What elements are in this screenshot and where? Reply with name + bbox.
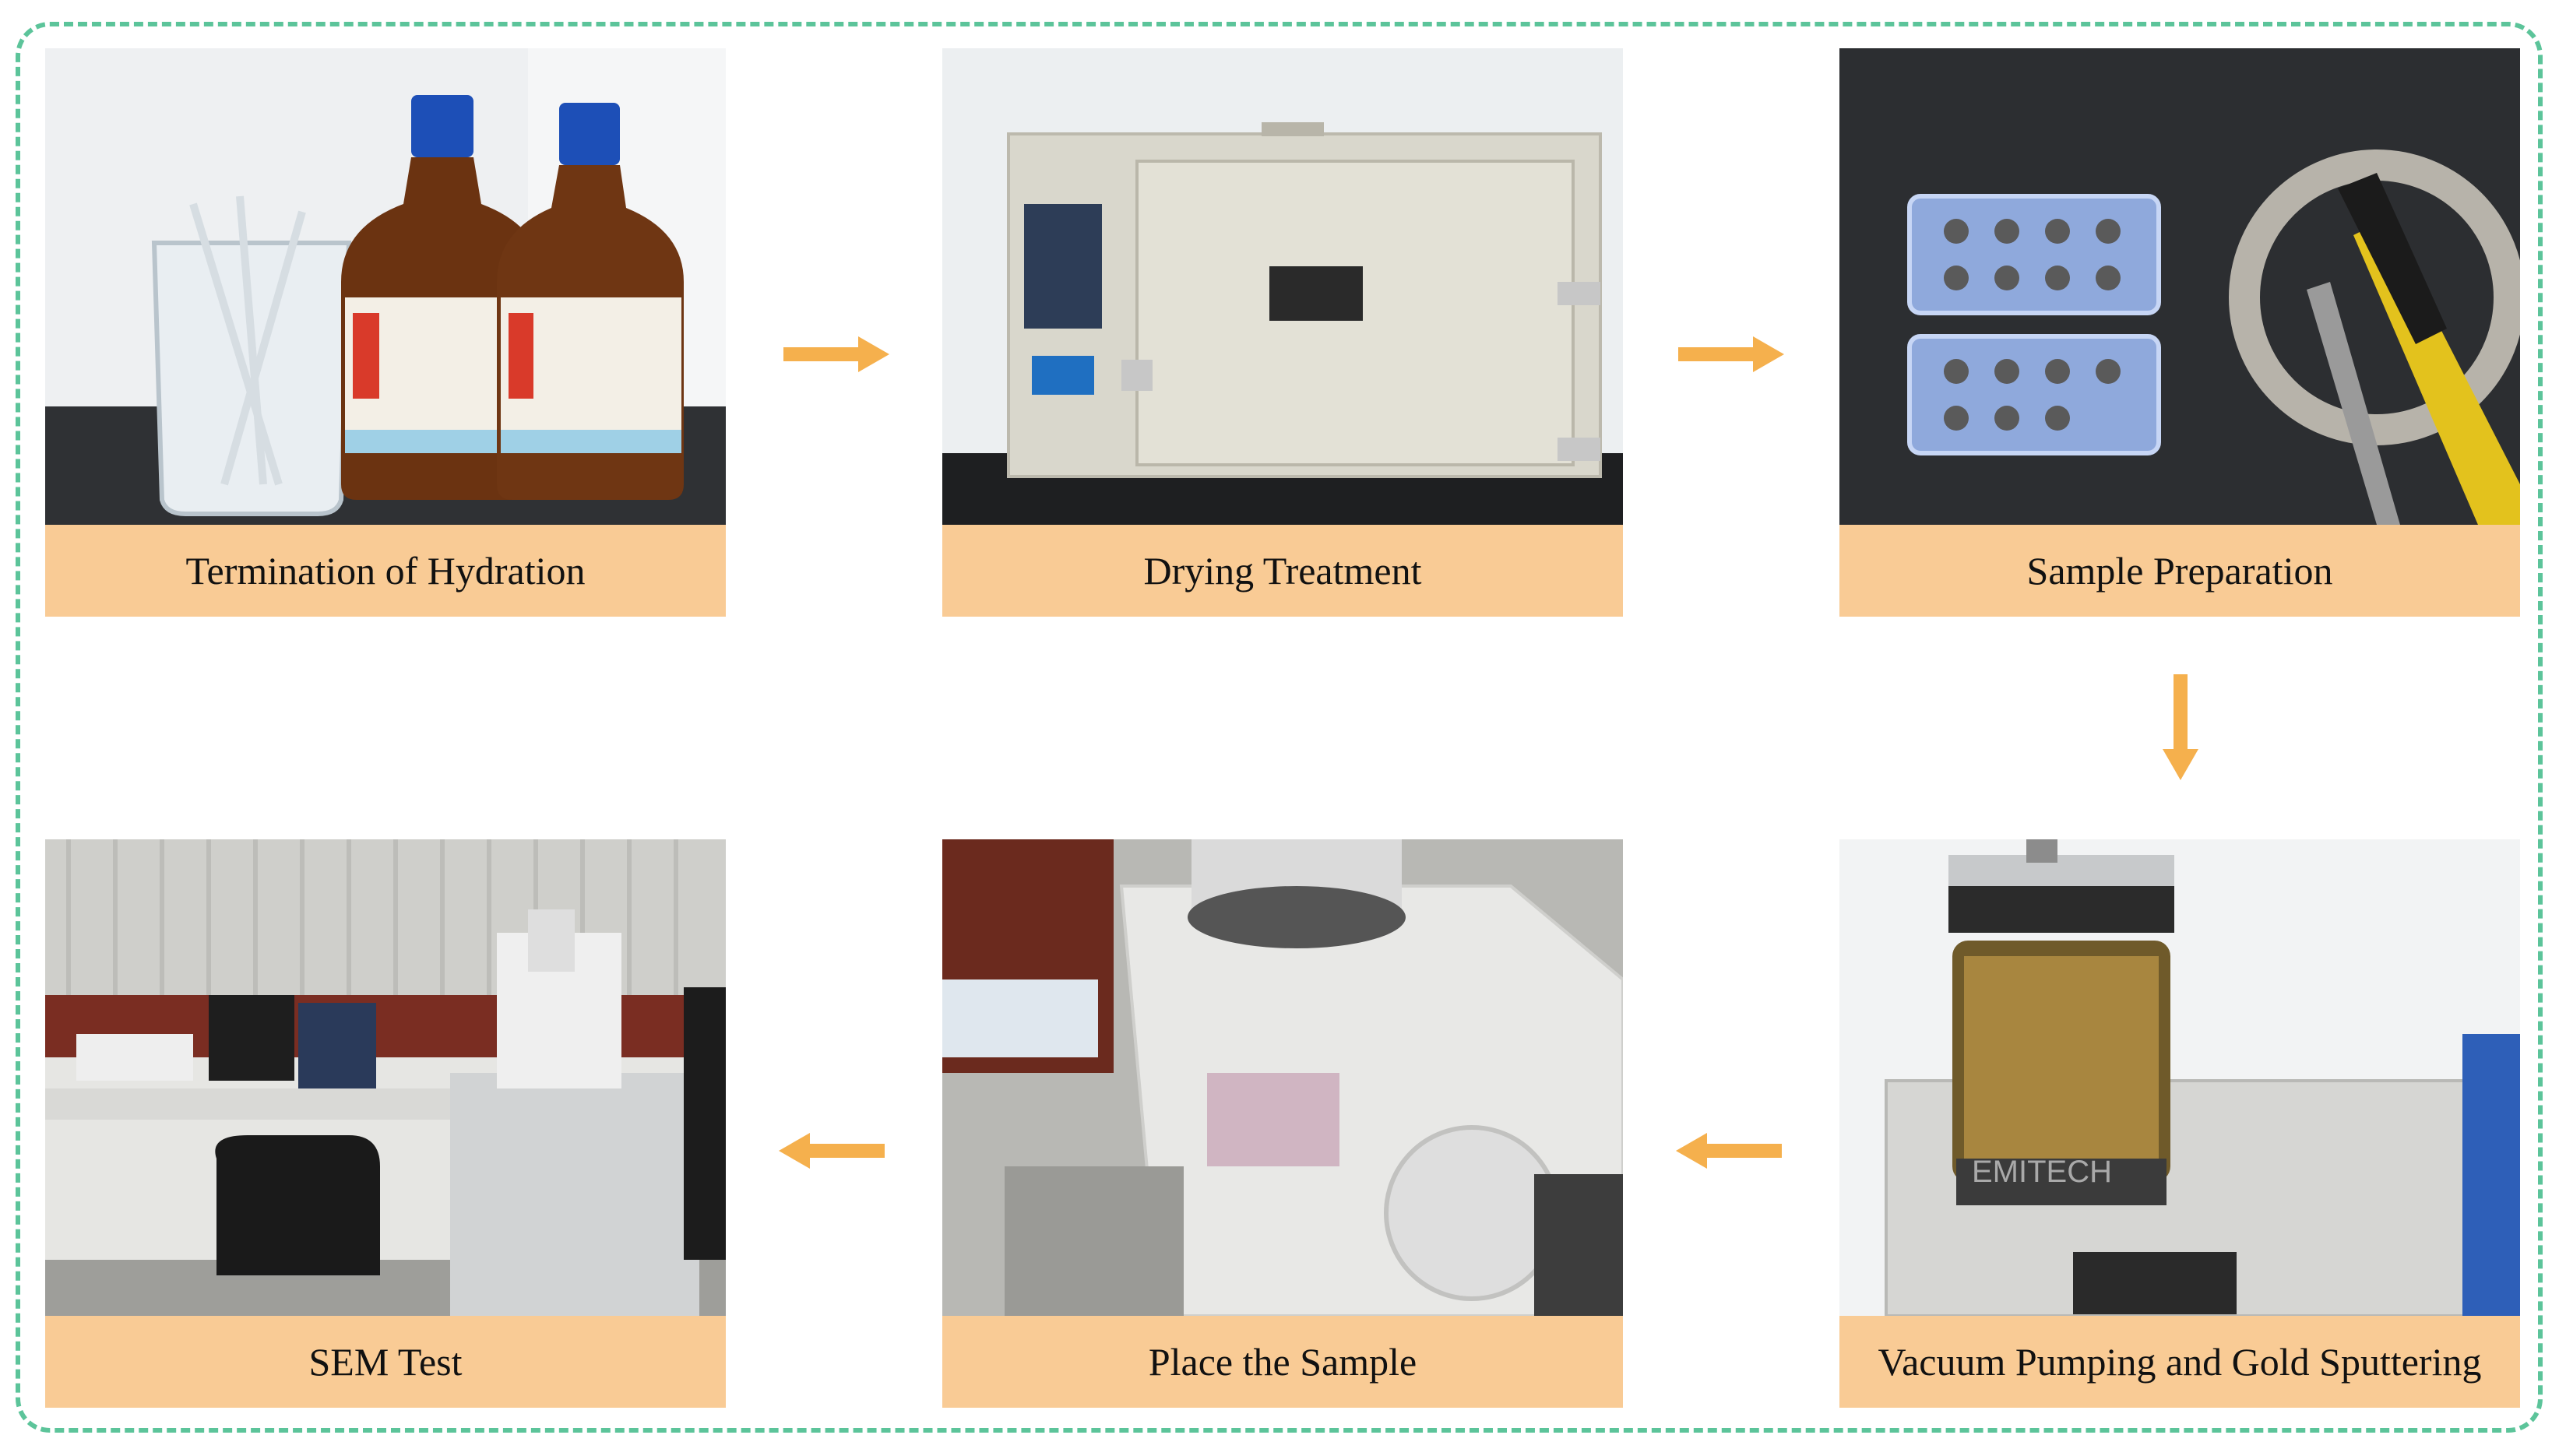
label-place-the-sample: Place the Sample xyxy=(942,1316,1623,1408)
arrow-right-icon xyxy=(783,335,889,374)
label-vacuum-gold-sputtering: Vacuum Pumping and Gold Sputtering xyxy=(1839,1316,2520,1408)
photo-sem-lab xyxy=(45,839,726,1316)
photo-beaker-bottles xyxy=(45,48,726,525)
arrow-left-icon xyxy=(779,1131,885,1170)
label-sample-preparation: Sample Preparation xyxy=(1839,525,2520,617)
arrow-right-icon xyxy=(1678,335,1784,374)
photo-drying-oven xyxy=(942,48,1623,525)
step-sem-test: SEM Test xyxy=(45,839,726,1408)
arrow-down-icon xyxy=(2161,674,2200,780)
step-sample-preparation: Sample Preparation xyxy=(1839,48,2520,617)
step-place-the-sample: Place the Sample xyxy=(942,839,1623,1408)
label-drying-treatment: Drying Treatment xyxy=(942,525,1623,617)
label-termination-of-hydration: Termination of Hydration xyxy=(45,525,726,617)
arrow-left-icon xyxy=(1676,1131,1782,1170)
label-sem-test: SEM Test xyxy=(45,1316,726,1408)
step-termination-of-hydration: Termination of Hydration xyxy=(45,48,726,617)
step-vacuum-gold-sputtering: EMITECH Vacuum Pumping and Gold Sputteri… xyxy=(1839,839,2520,1408)
photo-sputter-coater: EMITECH xyxy=(1839,839,2520,1316)
photo-sample-prep xyxy=(1839,48,2520,525)
brand-text: EMITECH xyxy=(1972,1155,2112,1189)
photo-sem-chamber xyxy=(942,839,1623,1316)
dashed-frame xyxy=(16,22,2543,1433)
step-drying-treatment: Drying Treatment xyxy=(942,48,1623,617)
